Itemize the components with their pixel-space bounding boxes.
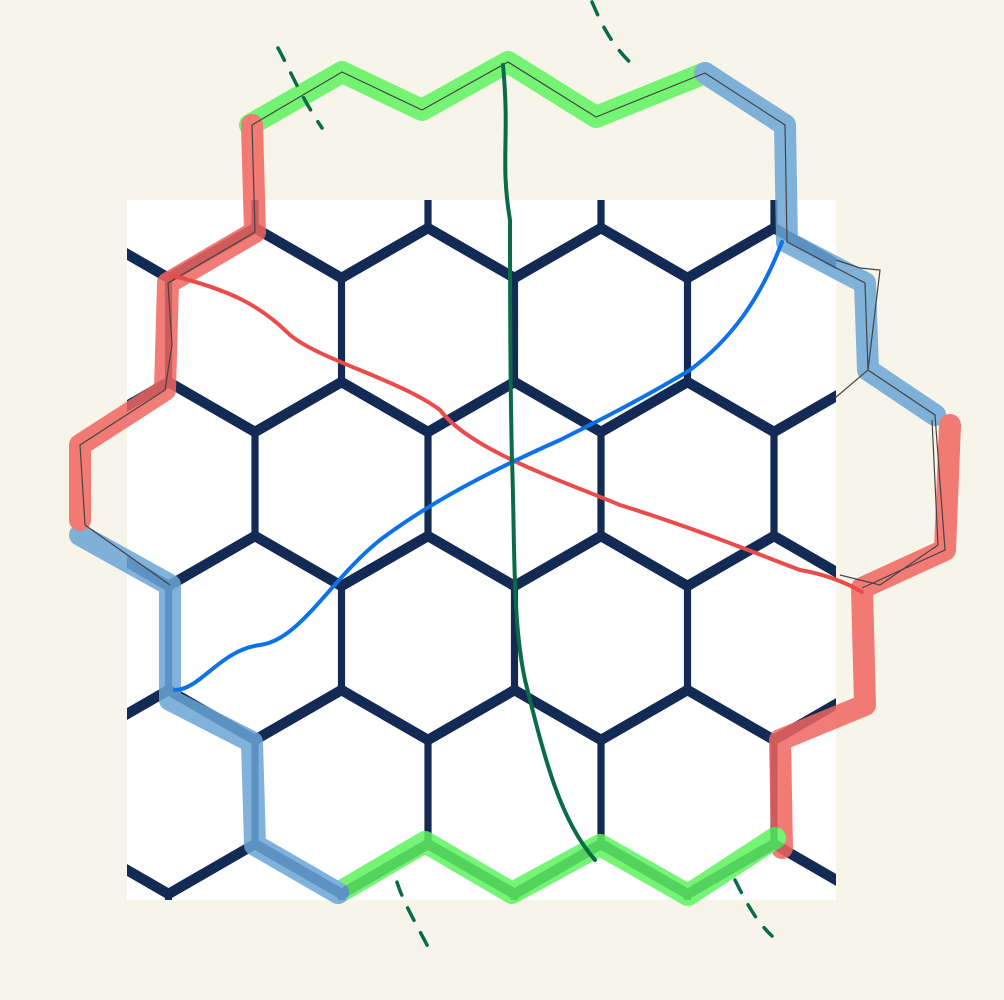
blue-geodesic-curve [173,240,784,692]
construction-line-right [834,259,881,399]
hex-cell [770,394,836,574]
construction-line-left [79,124,256,586]
construction-lines [79,61,946,589]
dash-mark-top-center [590,0,638,70]
boundary-highlight-green-top [239,51,716,136]
dash-mark-bottom-center [395,880,434,957]
boundary-highlight-blue-left [69,524,349,904]
geodesic-curves [168,63,864,862]
hex-cell [687,0,860,122]
boundary-highlight-green-bottom [327,827,786,906]
boundary-highlight-red-right [769,414,961,859]
green-geodesic-curve [501,63,597,862]
hex-cell [947,76,1004,276]
hex-cell [947,692,1004,892]
construction-line-right-lower [839,419,939,586]
red-geodesic-curve [168,273,864,594]
hex-cell [860,846,1004,1000]
hex-cell [860,0,1004,122]
dash-mark-bottom-right [733,878,774,938]
dash-mark-top-left [276,46,324,130]
dashed-continuation-marks [276,0,774,957]
construction-line-top [251,61,946,589]
hex-cell [0,692,82,892]
hex-cell [0,76,82,276]
hex-cell [168,0,341,122]
hex-cell [0,0,169,122]
